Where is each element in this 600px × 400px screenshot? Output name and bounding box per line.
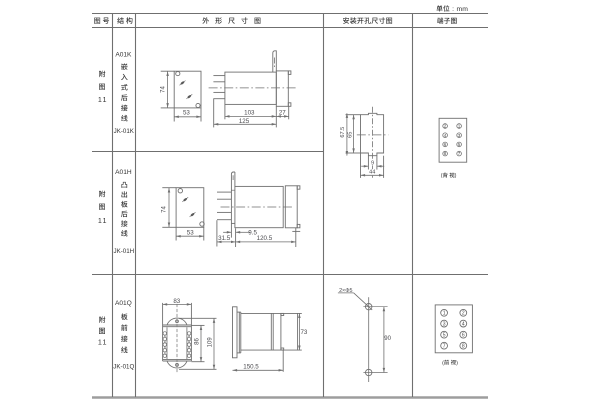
svg-text:125: 125	[239, 118, 250, 125]
svg-text:(: (	[442, 360, 444, 366]
svg-text:1: 1	[443, 311, 446, 317]
svg-text:5: 5	[458, 142, 461, 147]
svg-text:): )	[456, 360, 458, 366]
svg-text:103: 103	[244, 109, 255, 116]
svg-text:27: 27	[279, 109, 286, 116]
svg-text:): )	[455, 173, 457, 179]
svg-text:74: 74	[160, 86, 166, 93]
svg-text:JK-01Q: JK-01Q	[113, 364, 134, 371]
svg-text:86: 86	[195, 338, 201, 345]
svg-text:73: 73	[300, 329, 307, 336]
svg-text:1: 1	[458, 124, 461, 129]
svg-text:(: (	[441, 173, 443, 179]
svg-text:6: 6	[462, 333, 465, 339]
svg-text:9.5: 9.5	[248, 229, 257, 236]
svg-text:53: 53	[183, 109, 190, 116]
svg-text:150.5: 150.5	[243, 363, 259, 370]
svg-text:2×Φ5: 2×Φ5	[339, 288, 352, 294]
svg-text:11: 11	[98, 216, 108, 225]
svg-text:4: 4	[444, 133, 447, 138]
svg-text:5: 5	[443, 333, 446, 339]
svg-text:11: 11	[98, 95, 108, 104]
svg-text:7: 7	[458, 151, 461, 156]
svg-text:31.5: 31.5	[218, 235, 231, 242]
svg-text:9: 9	[371, 161, 374, 167]
svg-text:44: 44	[369, 169, 375, 175]
svg-text:53: 53	[187, 230, 194, 237]
svg-text:2: 2	[444, 124, 447, 129]
svg-text:A01Q: A01Q	[115, 300, 132, 307]
svg-text:8: 8	[462, 344, 465, 350]
svg-text:90: 90	[384, 336, 391, 342]
svg-text:A01H: A01H	[115, 169, 132, 176]
svg-text:65: 65	[347, 132, 353, 138]
svg-text:109: 109	[208, 337, 214, 348]
svg-text:JK-01K: JK-01K	[114, 128, 135, 135]
svg-text:3: 3	[443, 322, 446, 328]
svg-text:m: m	[462, 6, 468, 13]
svg-text:74: 74	[161, 206, 167, 213]
svg-text:m: m	[457, 6, 463, 13]
svg-text:A01K: A01K	[115, 51, 132, 58]
svg-text::: :	[452, 6, 454, 13]
svg-text:3: 3	[458, 133, 461, 138]
svg-text:11: 11	[98, 337, 108, 346]
svg-text:6: 6	[444, 142, 447, 147]
svg-text:120.5: 120.5	[257, 235, 273, 242]
svg-text:7: 7	[443, 344, 446, 350]
svg-text:2: 2	[462, 311, 465, 317]
svg-text:83: 83	[173, 298, 180, 305]
svg-text:8: 8	[444, 151, 447, 156]
svg-text:4: 4	[462, 322, 465, 328]
svg-text:67.5: 67.5	[340, 127, 346, 138]
svg-text:JK-01H: JK-01H	[113, 248, 134, 255]
